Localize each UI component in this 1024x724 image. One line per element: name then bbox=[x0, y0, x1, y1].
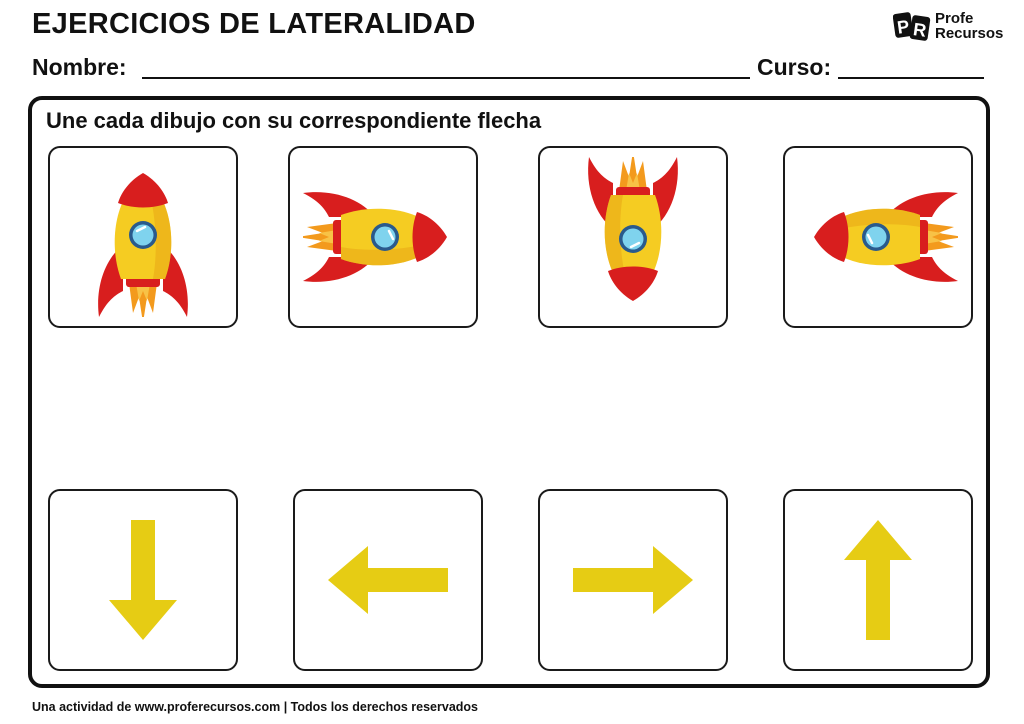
arrow-card-down[interactable] bbox=[48, 489, 238, 671]
logo-text: Profe Recursos bbox=[935, 11, 1003, 41]
logo-line-1: Profe bbox=[935, 10, 974, 27]
arrow-up-icon bbox=[844, 520, 912, 640]
course-label: Curso: bbox=[757, 54, 832, 80]
arrow-card-right[interactable] bbox=[538, 489, 728, 671]
rocket-icon bbox=[303, 190, 449, 284]
arrow-right-icon bbox=[573, 546, 693, 614]
logo-letter-p: P bbox=[896, 16, 911, 37]
logo-letter-r: R bbox=[912, 19, 928, 41]
exercise-instruction: Une cada dibujo con su correspondiente f… bbox=[46, 108, 542, 133]
rocket-icon bbox=[96, 171, 190, 317]
logo-line-2: Recursos bbox=[935, 25, 1004, 42]
picture-card-rocket-right[interactable] bbox=[288, 146, 478, 328]
name-label: Nombre: bbox=[32, 54, 127, 80]
arrow-down-icon bbox=[109, 520, 177, 640]
name-field[interactable] bbox=[142, 77, 750, 79]
brand-logo: P R Profe Recursos bbox=[893, 10, 1013, 46]
profe-recursos-logo-icon: P R bbox=[893, 12, 931, 41]
rocket-icon bbox=[586, 157, 680, 303]
picture-card-rocket-up[interactable] bbox=[48, 146, 238, 328]
arrow-left-icon bbox=[328, 546, 448, 614]
arrow-card-left[interactable] bbox=[293, 489, 483, 671]
picture-card-rocket-down[interactable] bbox=[538, 146, 728, 328]
arrow-card-up[interactable] bbox=[783, 489, 973, 671]
page-title: EJERCICIOS DE LATERALIDAD bbox=[32, 8, 476, 40]
picture-card-rocket-left[interactable] bbox=[783, 146, 973, 328]
rocket-icon bbox=[812, 190, 958, 284]
footer-credit: Una actividad de www.proferecursos.com |… bbox=[32, 700, 478, 714]
course-field[interactable] bbox=[838, 77, 984, 79]
exercise-frame bbox=[28, 96, 990, 688]
